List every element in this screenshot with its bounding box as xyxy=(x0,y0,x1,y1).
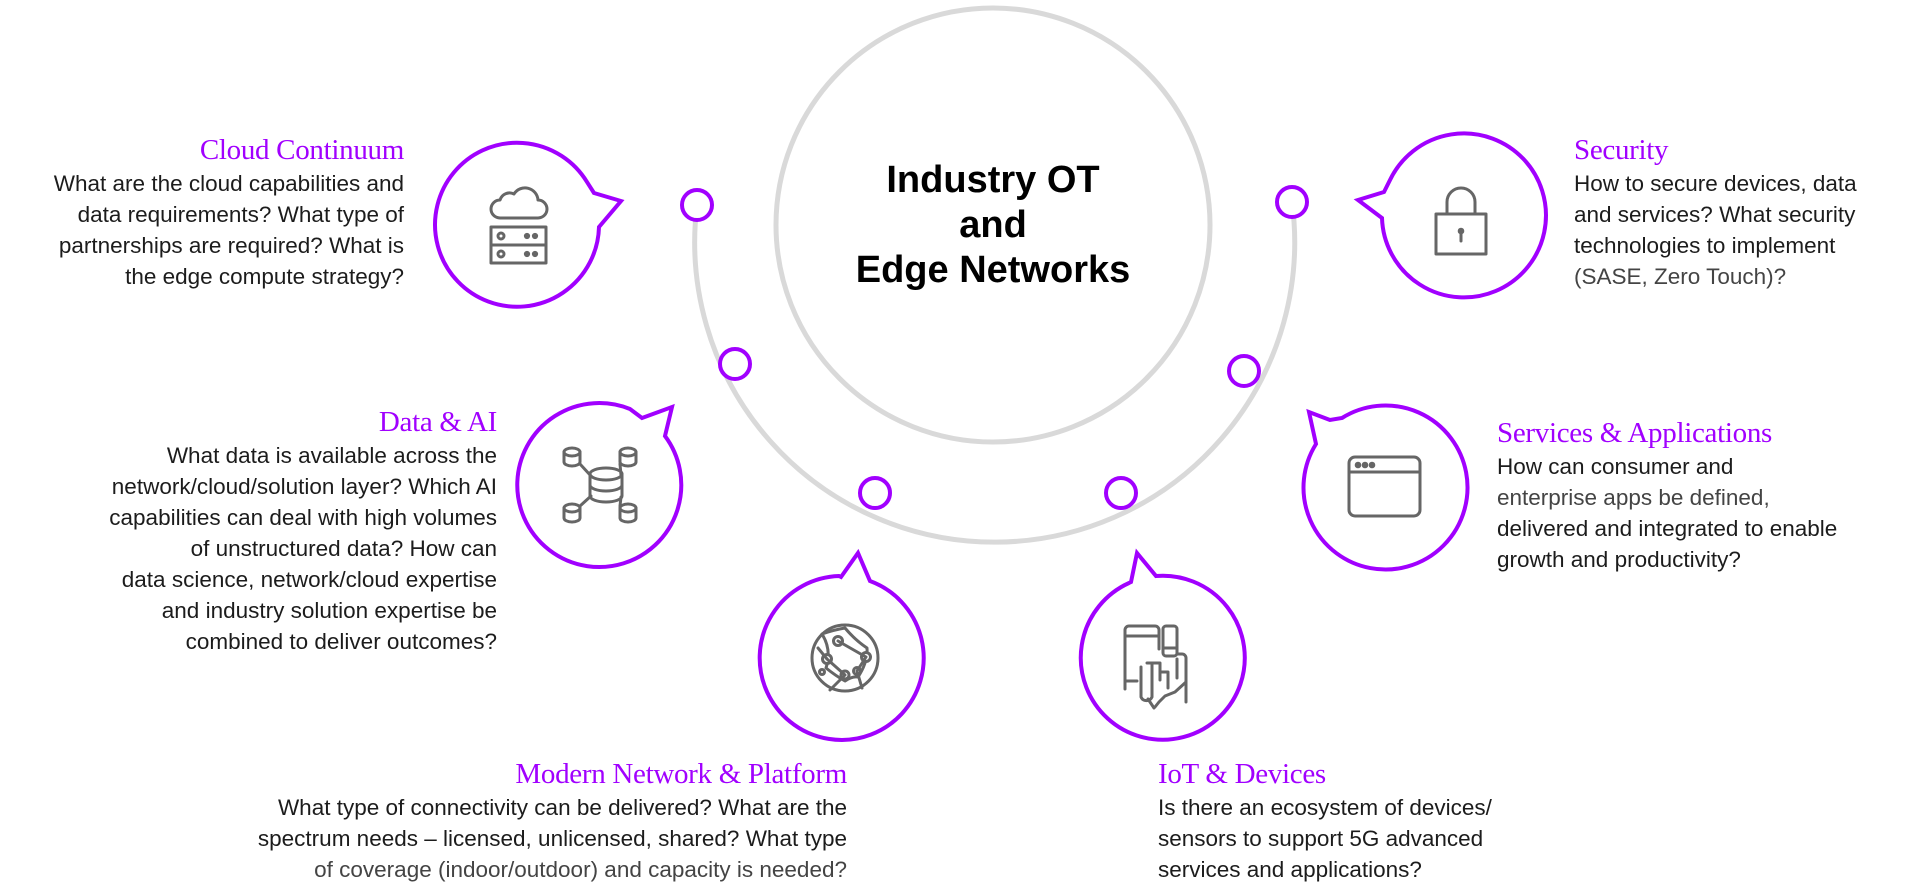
description-line: growth and productivity? xyxy=(1497,547,1741,572)
cloud-server-icon xyxy=(489,186,549,265)
hub-title-line: and xyxy=(959,204,1027,246)
topic-services: Services & Applications How can consumer… xyxy=(1497,417,1837,575)
topic-iot: IoT & Devices Is there an ecosystem of d… xyxy=(1158,758,1492,885)
topic-title: Modern Network & Platform xyxy=(515,758,847,790)
description-line: What are the cloud capabilities and xyxy=(53,171,404,196)
hub-circle xyxy=(773,5,1213,445)
description-line: services and applications? xyxy=(1158,857,1422,882)
hub-title: Industry OT and Edge Networks xyxy=(793,158,1193,293)
description-line: and services? What security xyxy=(1574,202,1856,227)
topic-data-ai: Data & AI What data is available across … xyxy=(109,406,497,657)
devices-touch-icon xyxy=(1123,624,1188,710)
bubble-cloud xyxy=(433,140,625,309)
hub-title-line: Industry OT xyxy=(886,159,1100,201)
node-network xyxy=(858,476,892,510)
bubble-data-ai xyxy=(515,401,684,569)
description-line: What data is available across the xyxy=(166,443,497,468)
topic-title: Data & AI xyxy=(378,406,497,438)
description-line: and industry solution expertise be xyxy=(161,598,497,623)
topic-title: IoT & Devices xyxy=(1158,758,1326,790)
description-line: data requirements? What type of xyxy=(77,202,404,227)
description-line: of unstructured data? How can xyxy=(190,536,497,561)
description-line: combined to deliver outcomes? xyxy=(185,629,497,654)
app-window-icon xyxy=(1347,455,1422,518)
topic-description: What data is available across the networ… xyxy=(109,440,497,657)
topic-security: Security How to secure devices, data and… xyxy=(1574,134,1857,292)
bubble-services xyxy=(1301,403,1470,572)
topic-title: Cloud Continuum xyxy=(199,134,404,166)
description-line: data science, network/cloud expertise xyxy=(121,567,497,592)
description-line: partnerships are required? What is xyxy=(58,233,404,258)
node-data-ai xyxy=(718,347,752,381)
node-security xyxy=(1275,185,1309,219)
topic-network: Modern Network & Platform What type of c… xyxy=(258,758,847,885)
description-line: (SASE, Zero Touch)? xyxy=(1574,264,1787,289)
node-iot xyxy=(1104,476,1138,510)
globe-network-icon xyxy=(810,623,880,693)
description-line: What type of connectivity can be deliver… xyxy=(277,795,847,820)
description-line: How can consumer and xyxy=(1497,454,1734,479)
lock-icon xyxy=(1434,186,1488,256)
description-line: of coverage (indoor/outdoor) and capacit… xyxy=(314,857,847,882)
topic-title: Services & Applications xyxy=(1497,417,1773,449)
node-cloud xyxy=(680,188,714,222)
topic-description: How can consumer and enterprise apps be … xyxy=(1497,451,1837,575)
description-line: capabilities can deal with high volumes xyxy=(109,505,497,530)
topic-cloud: Cloud Continuum What are the cloud capab… xyxy=(54,134,405,292)
bubble-network xyxy=(757,548,926,742)
connector-nodes xyxy=(680,185,1309,510)
hub-title-line: Edge Networks xyxy=(855,249,1131,291)
topic-description: Is there an ecosystem of devices/ sensor… xyxy=(1158,792,1492,885)
topic-title: Security xyxy=(1574,134,1669,166)
description-line: delivered and integrated to enable xyxy=(1497,516,1838,541)
description-line: spectrum needs – licensed, unlicensed, s… xyxy=(257,826,847,851)
description-line: the edge compute strategy? xyxy=(125,264,404,289)
description-line: How to secure devices, data xyxy=(1574,171,1857,196)
description-line: network/cloud/solution layer? Which AI xyxy=(111,474,497,499)
topic-description: How to secure devices, data and services… xyxy=(1574,168,1857,292)
topic-description: What are the cloud capabilities and data… xyxy=(54,168,404,292)
description-line: sensors to support 5G advanced xyxy=(1158,826,1484,851)
description-line: enterprise apps be defined, xyxy=(1497,485,1770,510)
topic-description: What type of connectivity can be deliver… xyxy=(258,792,847,885)
node-services xyxy=(1227,354,1261,388)
database-network-icon xyxy=(562,446,638,524)
description-line: Is there an ecosystem of devices/ xyxy=(1158,795,1492,820)
description-line: technologies to implement xyxy=(1574,233,1836,258)
